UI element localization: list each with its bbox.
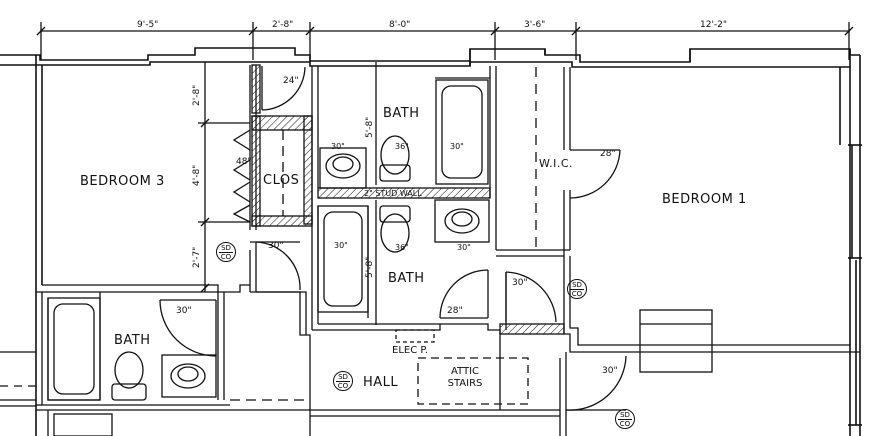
room-label-wic: W.I.C.	[539, 157, 574, 170]
dim-top-2: 2'-8"	[272, 20, 294, 30]
sd-label: SD	[620, 411, 630, 419]
sd-label: SD	[221, 244, 231, 252]
sd-label: SD	[338, 373, 348, 381]
co-label: CO	[336, 381, 350, 390]
dimension-ticks	[36, 22, 854, 60]
room-label-closet: CLOS	[263, 173, 300, 188]
dim-top-4: 3'-6"	[524, 20, 546, 30]
dim-top-3: 8'-0"	[389, 20, 411, 30]
room-label-bedroom1: BEDROOM 1	[662, 192, 747, 207]
room-label-bath-upper: BATH	[383, 106, 420, 121]
door-48-label: 48"	[236, 157, 252, 167]
toilet-lower-label: 36"	[395, 243, 409, 252]
exterior-wall	[0, 47, 862, 436]
door-30-bottom-label: 30"	[602, 366, 618, 376]
door-24-label: 24"	[283, 76, 299, 86]
stud-wall-label: 2" STUD WALL	[364, 189, 422, 198]
dim-left-2: 4'-8"	[192, 164, 202, 186]
sink-upper-label: 30"	[331, 142, 345, 151]
room-label-bath-lower: BATH	[388, 271, 425, 286]
tub-lower-label: 30"	[334, 241, 348, 250]
co-label: CO	[219, 252, 233, 261]
toilet-upper-label: 36"	[395, 142, 409, 151]
attic-stairs-label: ATTIC STAIRS	[447, 366, 483, 389]
co-label: CO	[618, 419, 632, 428]
door-28-bathlower-label: 28"	[447, 306, 463, 316]
room-label-bedroom3: BEDROOM 3	[80, 174, 165, 189]
dim-left-1: 2'-8"	[192, 84, 202, 106]
door-30-bed3-label: 30"	[268, 241, 284, 251]
room-label-hall: HALL	[363, 375, 399, 390]
dim-bath-upper: 5'-8"	[365, 116, 375, 138]
dim-bath-lower: 5'-8"	[365, 256, 375, 278]
tub-upper-label: 30"	[450, 142, 464, 151]
sink-lower-label: 30"	[457, 243, 471, 252]
door-30-bed1-label: 30"	[512, 278, 528, 288]
dim-top-1: 9'-5"	[137, 20, 159, 30]
door-30-bathleft-label: 30"	[176, 306, 192, 316]
sd-label: SD	[572, 281, 582, 289]
elec-panel-label: ELEC P.	[392, 345, 429, 356]
door-28-wic-label: 28"	[600, 149, 616, 159]
co-label: CO	[570, 289, 584, 298]
room-label-bath-left: BATH	[114, 333, 151, 348]
dim-left-3: 2'-7"	[192, 246, 202, 268]
dim-top-5: 12'-2"	[700, 20, 728, 30]
